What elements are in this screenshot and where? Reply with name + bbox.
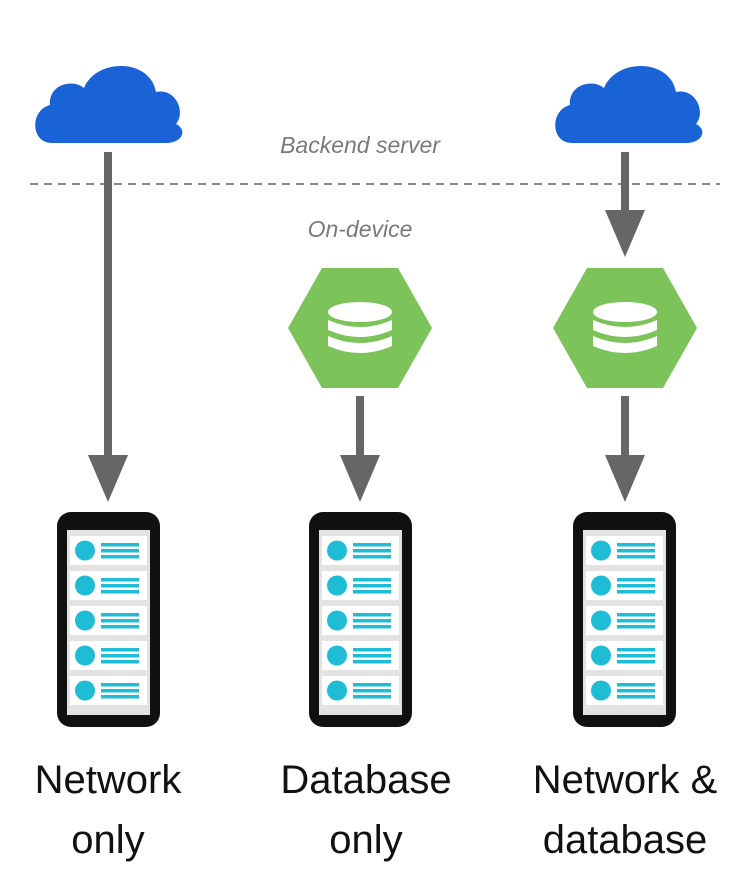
list-row bbox=[586, 606, 663, 635]
arrow-down-icon bbox=[605, 396, 645, 502]
database-icon bbox=[553, 268, 697, 388]
arrow-down-icon bbox=[88, 152, 128, 502]
backend-server-label: Backend server bbox=[280, 132, 440, 158]
caption-line: Database bbox=[280, 758, 452, 802]
caption-network-only: Network only bbox=[0, 750, 233, 870]
caption-line: only bbox=[329, 818, 403, 862]
list-row bbox=[322, 676, 399, 705]
caption-line: Network & bbox=[532, 758, 718, 802]
phone-icon bbox=[57, 512, 160, 727]
list-row bbox=[586, 536, 663, 565]
list-row bbox=[322, 606, 399, 635]
list-row bbox=[322, 641, 399, 670]
list-row bbox=[70, 641, 147, 670]
cloud-icon bbox=[555, 65, 703, 143]
list-row bbox=[70, 536, 147, 565]
column-database-only bbox=[288, 268, 432, 727]
database-icon bbox=[288, 268, 432, 388]
column-network-only bbox=[35, 65, 183, 727]
arrow-down-icon bbox=[340, 396, 380, 502]
list-row bbox=[70, 571, 147, 600]
on-device-label: On-device bbox=[307, 216, 413, 242]
list-row bbox=[586, 676, 663, 705]
phone-icon bbox=[309, 512, 412, 727]
list-row bbox=[322, 536, 399, 565]
caption-network-and-database: Network & database bbox=[500, 750, 750, 870]
list-row bbox=[586, 571, 663, 600]
list-row bbox=[322, 571, 399, 600]
phone-icon bbox=[573, 512, 676, 727]
caption-database-only: Database only bbox=[241, 750, 491, 870]
column-network-and-database bbox=[553, 65, 703, 727]
caption-line: database bbox=[542, 818, 708, 862]
caption-line: only bbox=[71, 818, 145, 862]
cloud-icon bbox=[35, 65, 183, 143]
list-row bbox=[586, 641, 663, 670]
caption-line: Network bbox=[34, 758, 182, 802]
list-row bbox=[70, 606, 147, 635]
list-row bbox=[70, 676, 147, 705]
arrow-down-icon bbox=[605, 152, 645, 257]
